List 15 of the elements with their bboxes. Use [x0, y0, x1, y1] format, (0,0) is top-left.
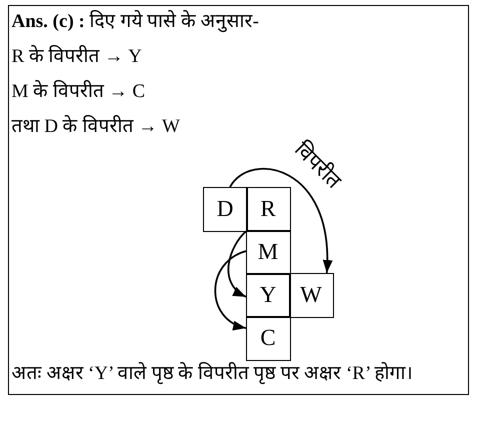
conclusion-text: अतः अक्षर ‘Y’ वाले पृष्ठ के विपरीत पृष्ठ पर अक्षर ‘R’ होगा। [12, 362, 413, 386]
statement-line: M के विपरीत → C [12, 80, 146, 104]
answer-frame [8, 5, 469, 395]
cube-face: M [246, 230, 290, 274]
cube-face: W [288, 272, 334, 318]
curved-arrow [214, 250, 246, 329]
statement-line: R के विपरीत → Y [12, 44, 142, 68]
cube-face: C [246, 316, 290, 360]
curved-arrow [228, 230, 247, 298]
cube-face: D [202, 186, 248, 232]
curved-arrow [229, 168, 332, 273]
cube-face: R [246, 186, 290, 232]
answer-heading: Ans. (c) : दिए गये पासे के अनुसार- [12, 10, 259, 34]
statement-line: तथा D के विपरीत → W [12, 114, 180, 138]
cube-face: Y [246, 272, 290, 318]
